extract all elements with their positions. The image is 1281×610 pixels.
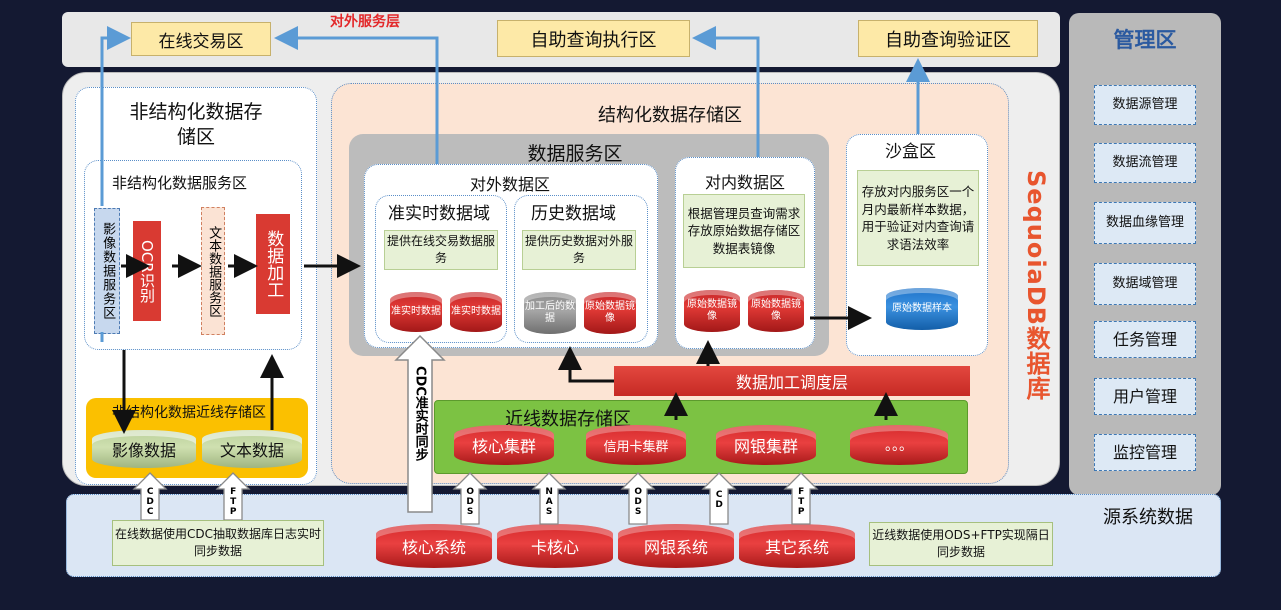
mgmt-data-flow[interactable]: 数据流管理 <box>1094 143 1196 183</box>
core-cluster[interactable]: 核心集群 <box>454 425 554 465</box>
history-domain-title: 历史数据域 <box>531 204 616 224</box>
arrow-label-ods-1: ODS <box>465 487 476 517</box>
self-query-exec-box[interactable]: 自助查询执行区 <box>497 20 690 57</box>
external-data-title: 对外数据区 <box>469 175 550 194</box>
source-other-system[interactable]: 其它系统 <box>739 524 855 568</box>
ebank-cluster[interactable]: 网银集群 <box>716 425 816 465</box>
arrow-label-cd: CD <box>714 490 725 510</box>
self-query-verify-box[interactable]: 自助查询验证区 <box>858 20 1038 57</box>
source-ebank-system[interactable]: 网银系统 <box>618 524 734 568</box>
dispatch-layer[interactable]: 数据加工调度层 <box>614 366 970 396</box>
text-data-db[interactable]: 文本数据 <box>202 430 302 468</box>
internal-db-2[interactable]: 原始数据镜像 <box>748 290 804 332</box>
sequoiadb-label: SequoiaDB数据库 <box>1022 170 1050 401</box>
source-core-system[interactable]: 核心系统 <box>376 524 492 568</box>
unstructured-service-title: 非结构化数据服务区 <box>112 174 248 192</box>
nearline-title: 近线数据存储区 <box>505 409 631 430</box>
arrow-label-nas: NAS <box>544 487 555 517</box>
arrow-label-ftp-left: FTP <box>228 487 239 517</box>
internal-desc: 根据管理员查询需求存放原始数据存储区数据表镜像 <box>683 194 805 268</box>
arrow-label-ods-2: ODS <box>633 487 644 517</box>
history-desc: 提供历史数据对外服务 <box>522 230 636 270</box>
mgmt-monitor[interactable]: 监控管理 <box>1094 434 1196 471</box>
sandbox-db[interactable]: 原始数据样本 <box>886 288 958 330</box>
data-service-title: 数据服务区 <box>527 143 623 165</box>
internal-db-1[interactable]: 原始数据镜像 <box>684 290 740 332</box>
realtime-domain-title: 准实时数据域 <box>388 204 490 224</box>
unstructured-nearline-title: 非结构化数据近线存储区 <box>112 405 266 421</box>
history-db-1[interactable]: 加工后的数据 <box>524 292 576 334</box>
mgmt-data-lineage[interactable]: 数据血缘管理 <box>1094 202 1196 244</box>
card-cluster[interactable]: 信用卡集群 <box>586 425 686 465</box>
cdc-sync-arrow <box>394 334 446 513</box>
mgmt-task[interactable]: 任务管理 <box>1094 321 1196 358</box>
realtime-db-1[interactable]: 准实时数据 <box>390 292 442 332</box>
source-card-core[interactable]: 卡核心 <box>497 524 613 568</box>
external-service-layer-label: 对外服务层 <box>330 14 400 30</box>
mgmt-user[interactable]: 用户管理 <box>1094 378 1196 415</box>
note-left: 在线数据使用CDC抽取数据库日志实时同步数据 <box>112 520 324 566</box>
source-title: 源系统数据 <box>1103 507 1193 528</box>
sandbox-desc: 存放对内服务区一个月内最新样本数据，用于验证对内查询请求语法效率 <box>857 170 979 266</box>
online-trade-box[interactable]: 在线交易区 <box>131 22 271 56</box>
unstructured-title: 非结构化数据存储区 <box>129 101 263 148</box>
other-cluster[interactable]: 。。。 <box>850 425 948 465</box>
image-data-db[interactable]: 影像数据 <box>92 430 196 468</box>
arrow-label-ftp-right: FTP <box>796 487 807 517</box>
data-process-box[interactable]: 数据加工 <box>256 214 290 314</box>
sandbox-title: 沙盒区 <box>885 142 936 162</box>
realtime-db-2[interactable]: 准实时数据 <box>450 292 502 332</box>
note-right: 近线数据使用ODS+FTP实现隔日同步数据 <box>869 522 1053 566</box>
realtime-desc: 提供在线交易数据服务 <box>384 230 498 270</box>
management-title: 管理区 <box>1113 28 1177 52</box>
image-service-box[interactable]: 影像数据服务区 <box>94 208 120 334</box>
internal-data-title: 对内数据区 <box>704 173 785 192</box>
mgmt-data-domain[interactable]: 数据域管理 <box>1094 263 1196 305</box>
cdc-sync-label: CDC准实时同步 <box>412 366 428 461</box>
mgmt-data-source[interactable]: 数据源管理 <box>1094 85 1196 125</box>
arrow-label-cdc: CDC <box>145 487 156 517</box>
history-db-2[interactable]: 原始数据镜像 <box>584 292 636 334</box>
